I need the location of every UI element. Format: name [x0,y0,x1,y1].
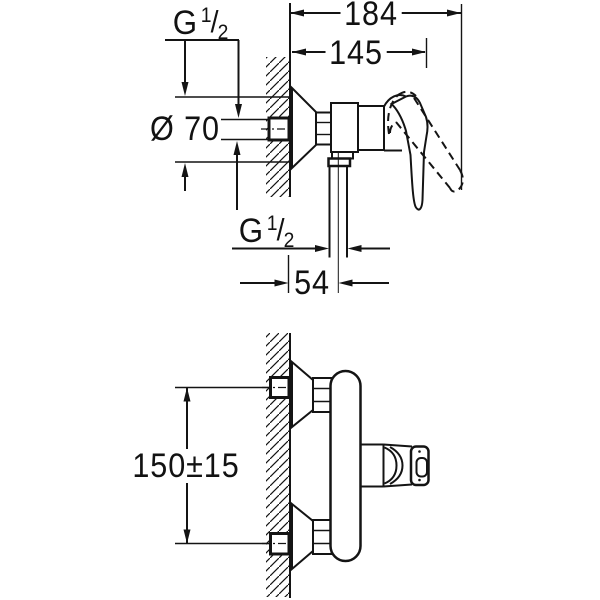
plan-escutcheon-top [291,359,314,430]
dimension-184 [290,4,463,190]
plan-handle [359,443,430,488]
arrowhead-left-icon [292,48,306,56]
thread-denominator: 2 [217,21,229,44]
arrowhead-up-icon [233,141,241,155]
dimension-label-184: 184 [340,0,402,31]
screw-dot-icon [418,450,421,453]
thread-numerator: 1 [266,212,278,235]
arrowhead-right-icon [447,9,461,17]
side-view [165,3,464,293]
arrowhead-right-icon [315,245,329,252]
side-outlet-pipe [327,151,354,293]
plan-hex-nut-top [312,377,333,413]
arrowhead-right-icon [412,48,426,56]
dimension-label-150: 150±15 [132,447,240,485]
arrowhead-left-icon [290,9,304,17]
dimension-label-145: 145 [325,36,387,70]
plan-escutcheon-bottom [291,501,314,572]
dimension-145 [292,38,428,68]
side-inlet-union [261,116,296,142]
thread-prefix: G [172,4,198,42]
side-lever-handle [389,94,429,211]
arrowhead-down-icon [235,104,242,118]
thread-denominator: 2 [283,229,295,252]
side-hex-nut [315,111,332,146]
side-escutcheon [291,85,317,171]
arrowhead-up-icon [181,163,189,177]
arrowhead-up-icon [183,387,191,402]
side-wall [266,3,291,197]
dimension-label-dia70: Ø 70 [150,110,220,148]
dimension-label-54: 54 [294,264,330,302]
thread-outlet-leader [232,245,390,252]
arrowhead-left-icon [338,279,353,287]
plan-inlet-unions [262,376,294,556]
dimension-54 [240,255,389,293]
plan-hex-nut-bottom [312,519,333,555]
arrowhead-left-icon [347,245,362,252]
thread-top-leader [165,39,242,118]
thread-prefix: G [238,212,264,250]
side-lever-dashed-position [387,90,464,193]
plan-body-capsule [329,369,362,563]
thread-slash: / [276,212,285,247]
arrowhead-right-icon [274,279,289,287]
arrowhead-down-icon [181,82,189,96]
arrowhead-down-icon [183,529,191,544]
side-valve-body [330,94,407,153]
thread-slash: / [210,4,219,39]
plan-view [175,333,430,598]
dimension-dia70 [175,96,289,210]
plan-wall [266,333,291,598]
thread-numerator: 1 [200,4,212,27]
dimension-150 [175,386,269,545]
screw-dot-icon [418,478,421,482]
